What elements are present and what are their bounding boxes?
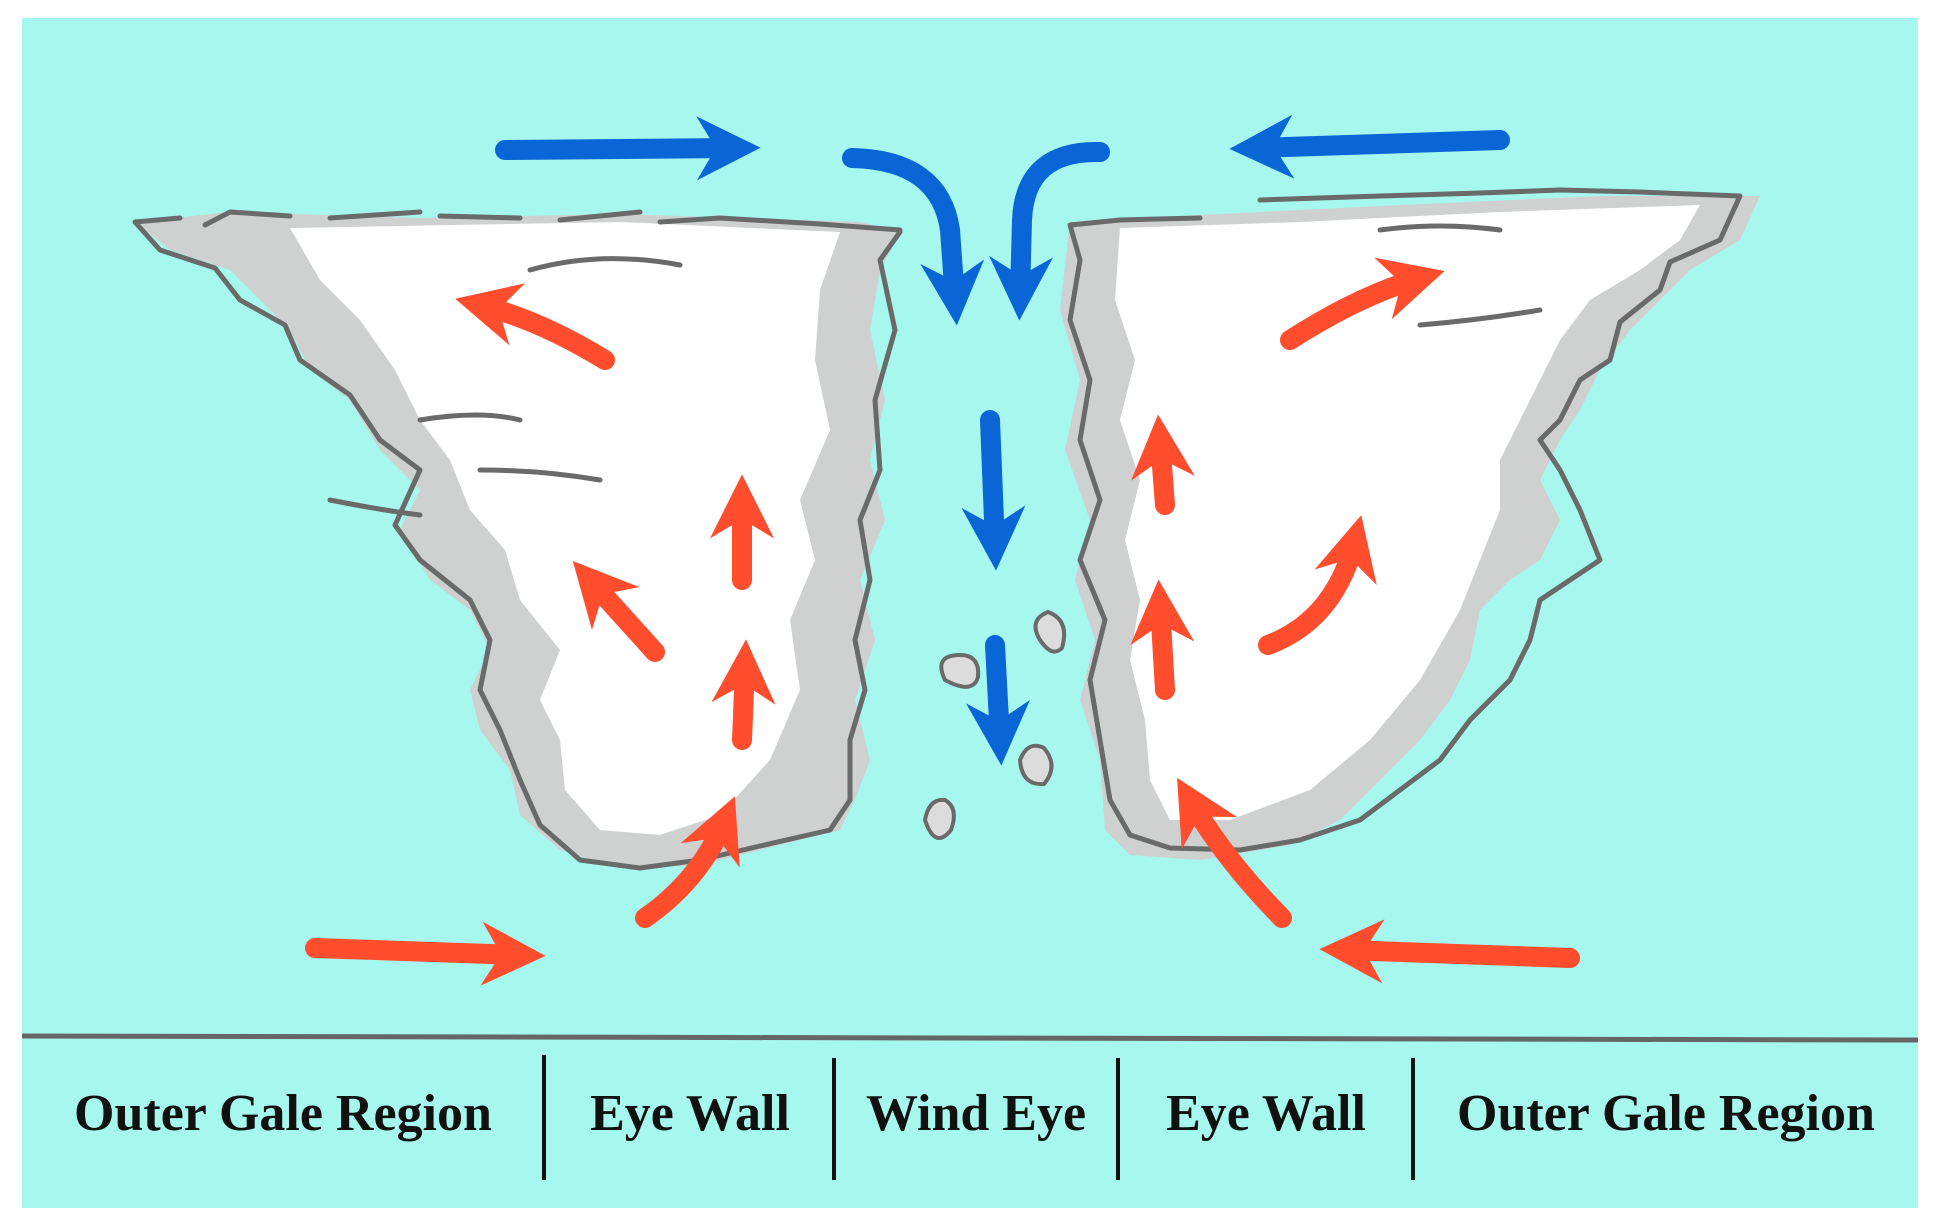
right-cloud-streaks (1377, 223, 1543, 328)
left-cloud-wall (132, 209, 903, 871)
red-arrow-right-outflow (1280, 257, 1445, 350)
red-arrow-right-rise-1 (1130, 579, 1195, 700)
label-eye-wall-right: Eye Wall (1166, 1084, 1366, 1142)
blue-arrow-curve-right (989, 141, 1110, 321)
red-arrow-left-rise-curve (635, 796, 740, 928)
label-eye-wall-left: Eye Wall (590, 1084, 790, 1142)
left-cloud-streaks (327, 256, 683, 518)
label-outer-gale-region-right: Outer Gale Region (1457, 1084, 1875, 1142)
right-cloud-wall (1060, 187, 1760, 860)
left-cloud-body (290, 222, 840, 835)
right-cloud-outline (1067, 187, 1743, 853)
red-arrow-left-rise-1 (711, 639, 776, 750)
blue-arrow-top-left (495, 116, 761, 181)
warm-air-arrows (305, 257, 1580, 986)
red-arrow-right-rise-curve (1177, 777, 1292, 928)
eye-puff (1033, 609, 1067, 654)
region-dividers (542, 1055, 1415, 1180)
blue-arrow-top-right (1229, 114, 1510, 179)
label-wind-eye: Wind Eye (865, 1084, 1087, 1142)
red-arrow-right-curve-up (1258, 515, 1377, 655)
blue-arrow-center-upper (961, 410, 1026, 571)
ground-line (21, 1033, 1919, 1043)
eye-cloud-puffs (922, 609, 1067, 840)
red-arrow-bottom-right-inflow (1319, 919, 1580, 984)
right-cloud-body (1115, 205, 1700, 820)
blue-arrow-center-lower (966, 635, 1030, 766)
label-outer-gale-region-left: Outer Gale Region (74, 1084, 492, 1142)
red-arrow-right-rise-2 (1131, 414, 1195, 515)
eye-puff (1017, 743, 1054, 787)
red-arrow-left-outflow (455, 283, 615, 370)
cold-air-arrows (495, 114, 1510, 766)
eye-puff (922, 797, 956, 840)
red-arrow-left-diagonal (572, 560, 665, 662)
red-arrow-bottom-left-inflow (305, 921, 546, 986)
eye-puff (939, 652, 981, 689)
blue-arrow-curve-left (842, 148, 985, 326)
left-cloud-outline (132, 209, 903, 871)
